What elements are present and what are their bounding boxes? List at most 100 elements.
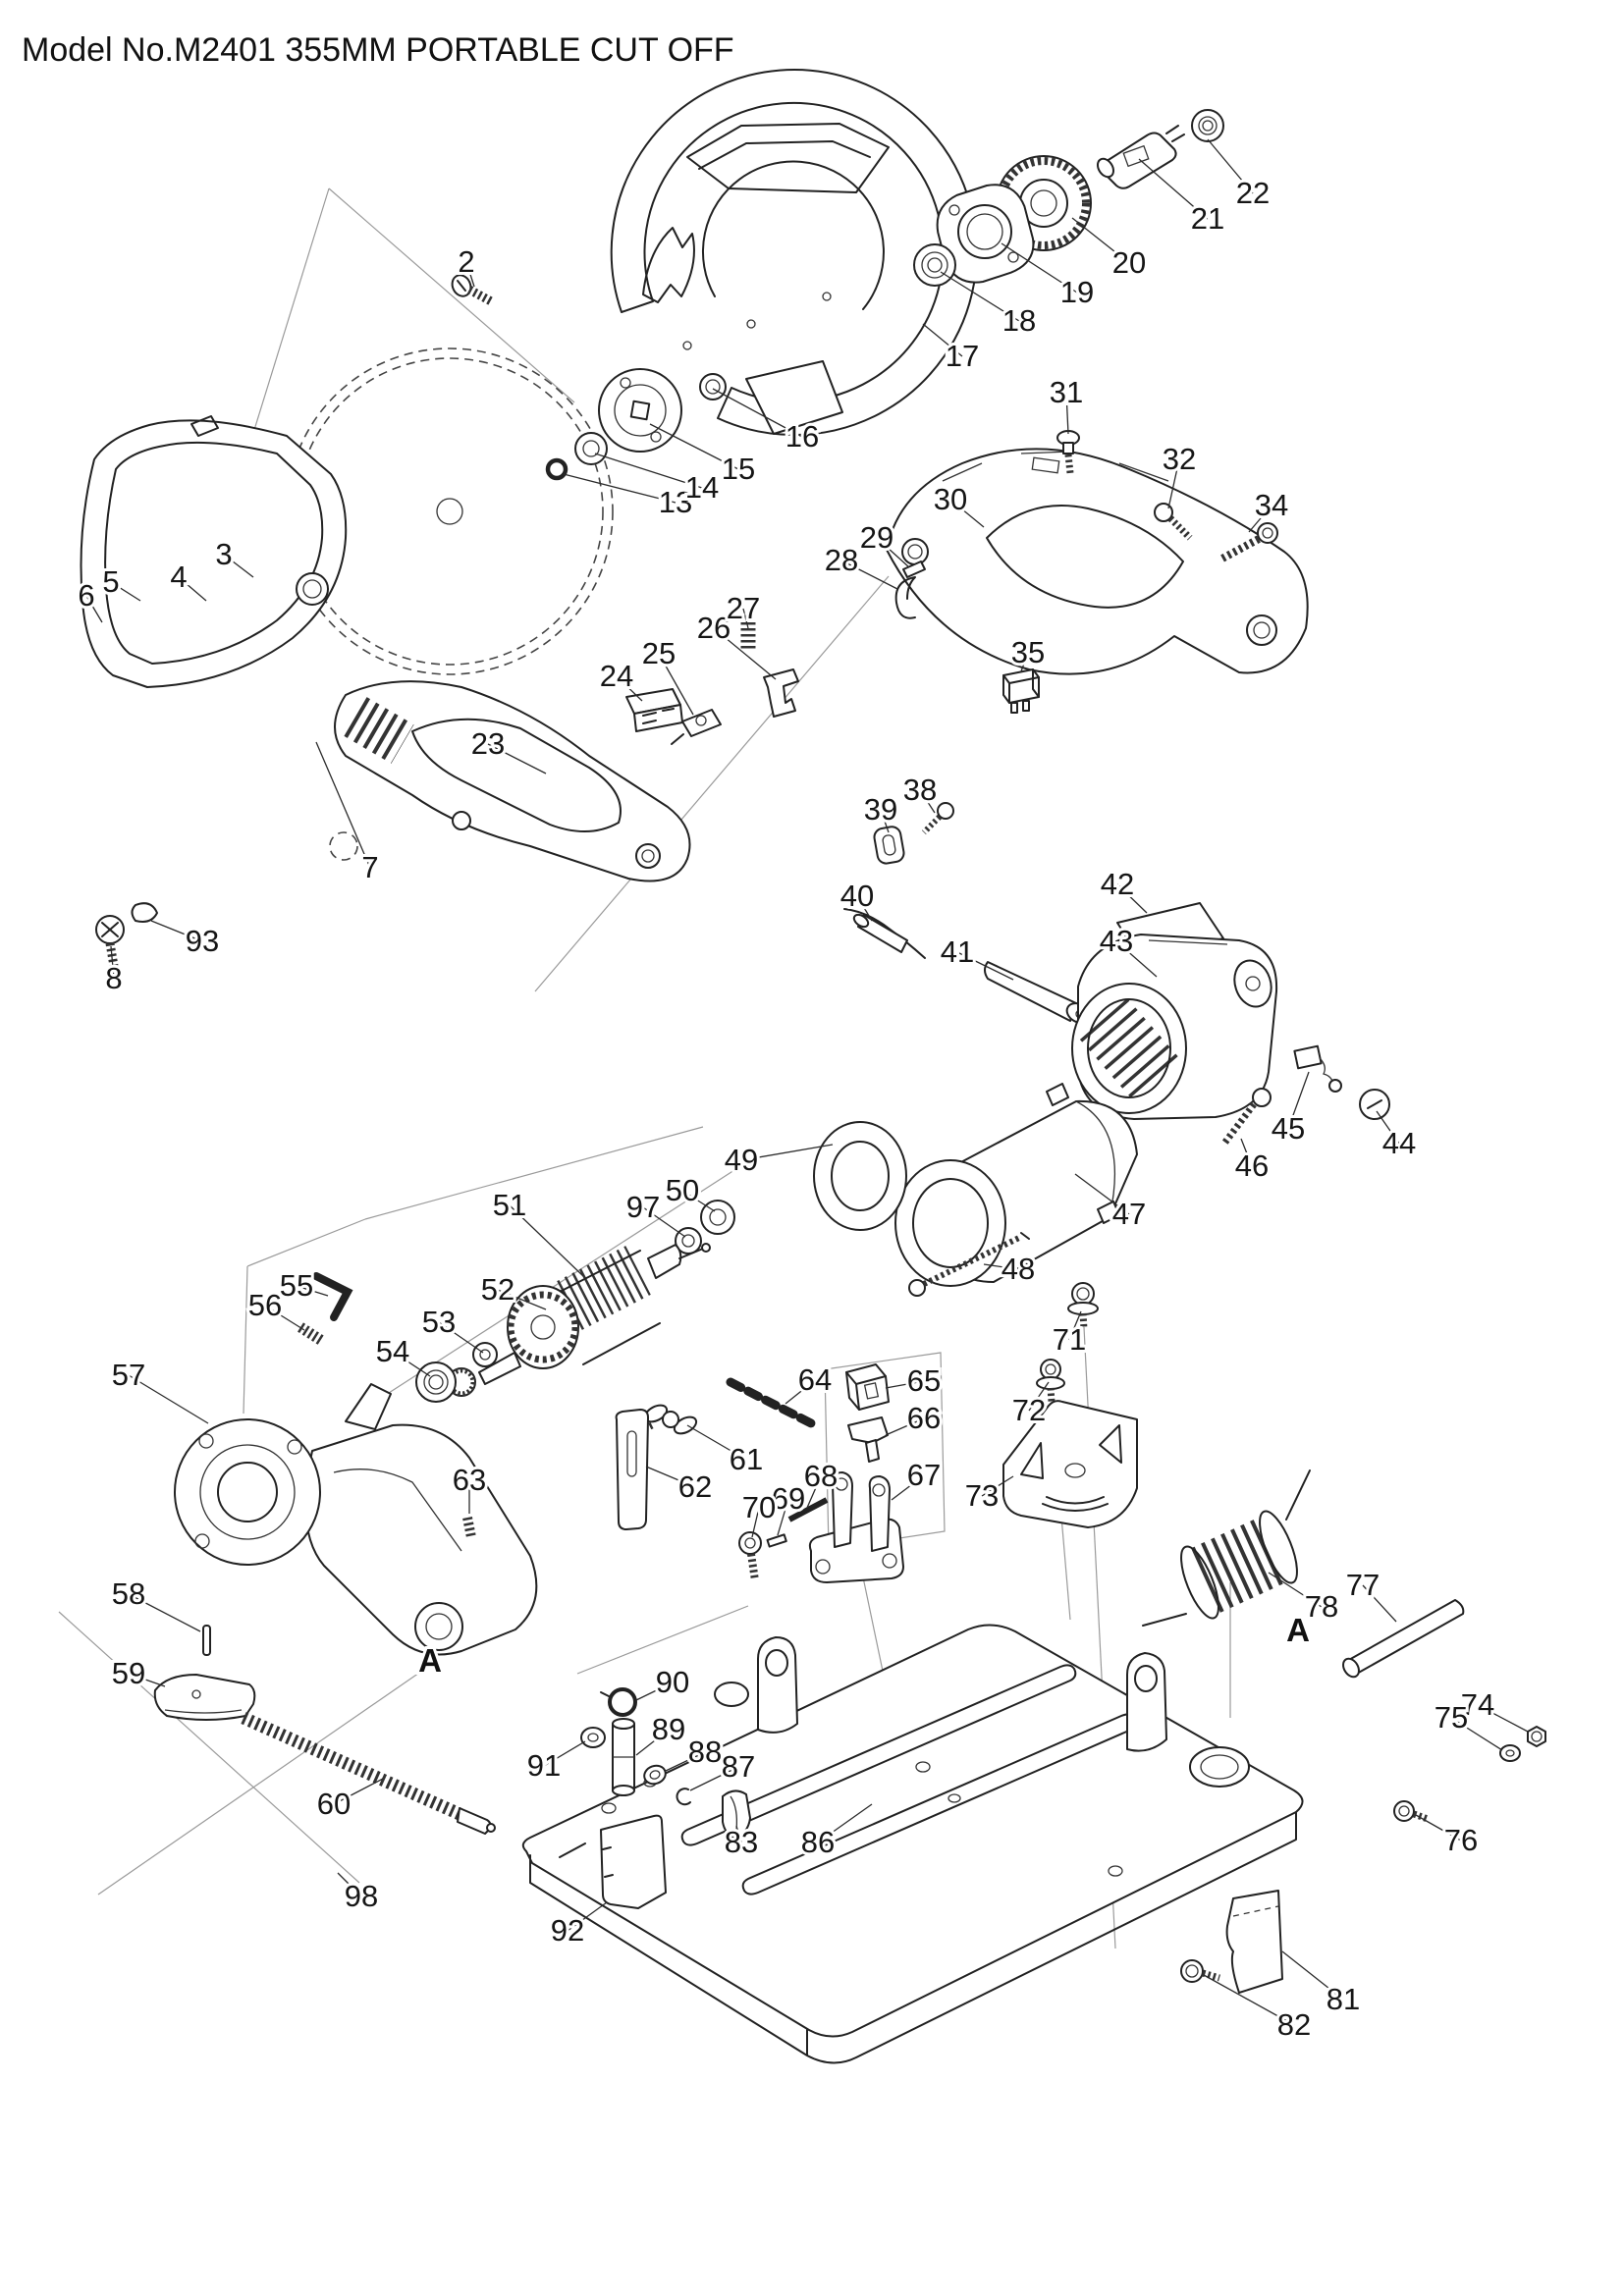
- part-label-21: 21: [1191, 201, 1224, 236]
- leader-line-20: [1071, 217, 1130, 264]
- part-label-13: 13: [659, 485, 692, 519]
- part-label-91: 91: [527, 1748, 561, 1783]
- leader-line-39: [880, 809, 890, 833]
- bearing-14: [574, 432, 608, 465]
- leader-line-57: [128, 1374, 209, 1424]
- leader-line-71: [1068, 1310, 1082, 1341]
- part-label-82: 82: [1277, 2007, 1311, 2042]
- part-label-68: 68: [804, 1459, 838, 1493]
- hook-28: [894, 576, 916, 619]
- part-label-47: 47: [1112, 1197, 1146, 1231]
- leader-line-47: [1074, 1173, 1130, 1215]
- plate-92: [600, 1814, 667, 1909]
- leader-line-90: [635, 1682, 674, 1701]
- plate-62: [615, 1409, 649, 1530]
- part-label-50: 50: [666, 1173, 699, 1207]
- part-label-34: 34: [1255, 488, 1288, 522]
- part-label-83: 83: [725, 1825, 758, 1859]
- part-label-3: 3: [215, 537, 232, 571]
- part-label-5: 5: [102, 564, 119, 599]
- pin-69: [766, 1533, 787, 1548]
- part-label-43: 43: [1100, 924, 1133, 958]
- lock-off-26: [763, 668, 799, 718]
- bolt-34: [1218, 522, 1278, 563]
- screw-82: [1180, 1959, 1220, 1983]
- part-label-25: 25: [642, 636, 676, 670]
- nut-74: [1527, 1726, 1546, 1747]
- view-marker-A-0: A: [418, 1642, 442, 1679]
- carbon-brush-45: [1293, 1044, 1342, 1093]
- safety-cover-7: [80, 415, 348, 688]
- gear-housing-57: [174, 1383, 538, 1656]
- part-label-29: 29: [860, 520, 893, 555]
- part-label-38: 38: [903, 773, 937, 807]
- part-label-63: 63: [453, 1463, 486, 1497]
- part-label-39: 39: [864, 792, 897, 827]
- pin-68: [787, 1497, 829, 1522]
- screw-38: [921, 802, 954, 835]
- part-label-32: 32: [1163, 442, 1196, 476]
- leader-line-86: [817, 1803, 873, 1843]
- leader-line-31: [1065, 392, 1069, 435]
- leader-line-58: [128, 1593, 201, 1632]
- leader-line-73: [981, 1475, 1014, 1497]
- leader-line-40: [856, 895, 873, 922]
- part-label-62: 62: [678, 1469, 712, 1504]
- leader-line-13: [563, 473, 677, 504]
- leader-lines: [85, 138, 1529, 2026]
- bolt-71: [1067, 1282, 1099, 1330]
- part-label-61: 61: [730, 1442, 763, 1476]
- leader-line-49: [740, 1144, 834, 1161]
- leader-line-22: [1207, 138, 1254, 194]
- part-label-70: 70: [742, 1490, 776, 1524]
- ring-90: [600, 1687, 637, 1717]
- snap-ring-87: [676, 1788, 691, 1806]
- handle-lower-23: [334, 680, 691, 882]
- leader-line-50: [681, 1190, 716, 1212]
- part-label-48: 48: [1001, 1252, 1035, 1286]
- leader-line-87: [689, 1766, 739, 1791]
- leader-line-76: [1415, 1814, 1462, 1842]
- leader-line-65: [885, 1380, 925, 1389]
- leader-line-18: [940, 271, 1020, 322]
- leader-line-60: [333, 1778, 384, 1805]
- leader-line-81: [1281, 1950, 1344, 2001]
- leader-line-77: [1362, 1584, 1397, 1623]
- strain-relief-39: [873, 826, 905, 865]
- leader-line-66: [885, 1417, 925, 1436]
- washer-91: [580, 1727, 606, 1748]
- leader-line-97: [642, 1206, 686, 1238]
- leader-line-3: [223, 554, 254, 578]
- part-labels: 2345678131415161718192021222324252627282…: [75, 173, 1497, 2045]
- leader-line-14: [594, 453, 703, 489]
- leader-line-54: [392, 1351, 431, 1377]
- bearing-54: [415, 1362, 457, 1403]
- leader-line-74: [1477, 1704, 1529, 1733]
- leader-line-42: [1116, 883, 1148, 914]
- part-label-4: 4: [170, 560, 187, 594]
- pin-58: [202, 1625, 211, 1656]
- part-label-16: 16: [785, 419, 819, 454]
- hinge-plate-67: [808, 1471, 904, 1583]
- part-label-74: 74: [1461, 1687, 1494, 1722]
- leader-line-67: [891, 1474, 925, 1501]
- part-label-77: 77: [1346, 1568, 1380, 1602]
- part-label-2: 2: [458, 244, 474, 279]
- leader-line-64: [785, 1379, 816, 1405]
- leader-line-68: [806, 1475, 822, 1509]
- part-label-42: 42: [1101, 867, 1134, 901]
- leader-line-2: [465, 261, 475, 288]
- leader-line-8: [110, 945, 115, 980]
- lever-24: [625, 688, 683, 732]
- part-label-41: 41: [941, 934, 974, 969]
- leader-line-70: [751, 1507, 760, 1538]
- o-ring-13: [545, 457, 568, 481]
- leader-line-83: [735, 1825, 742, 1843]
- part-label-67: 67: [907, 1458, 941, 1492]
- screw-63: [462, 1517, 476, 1538]
- part-label-31: 31: [1050, 375, 1083, 409]
- leader-line-89: [635, 1729, 670, 1756]
- leader-line-75: [1450, 1717, 1503, 1751]
